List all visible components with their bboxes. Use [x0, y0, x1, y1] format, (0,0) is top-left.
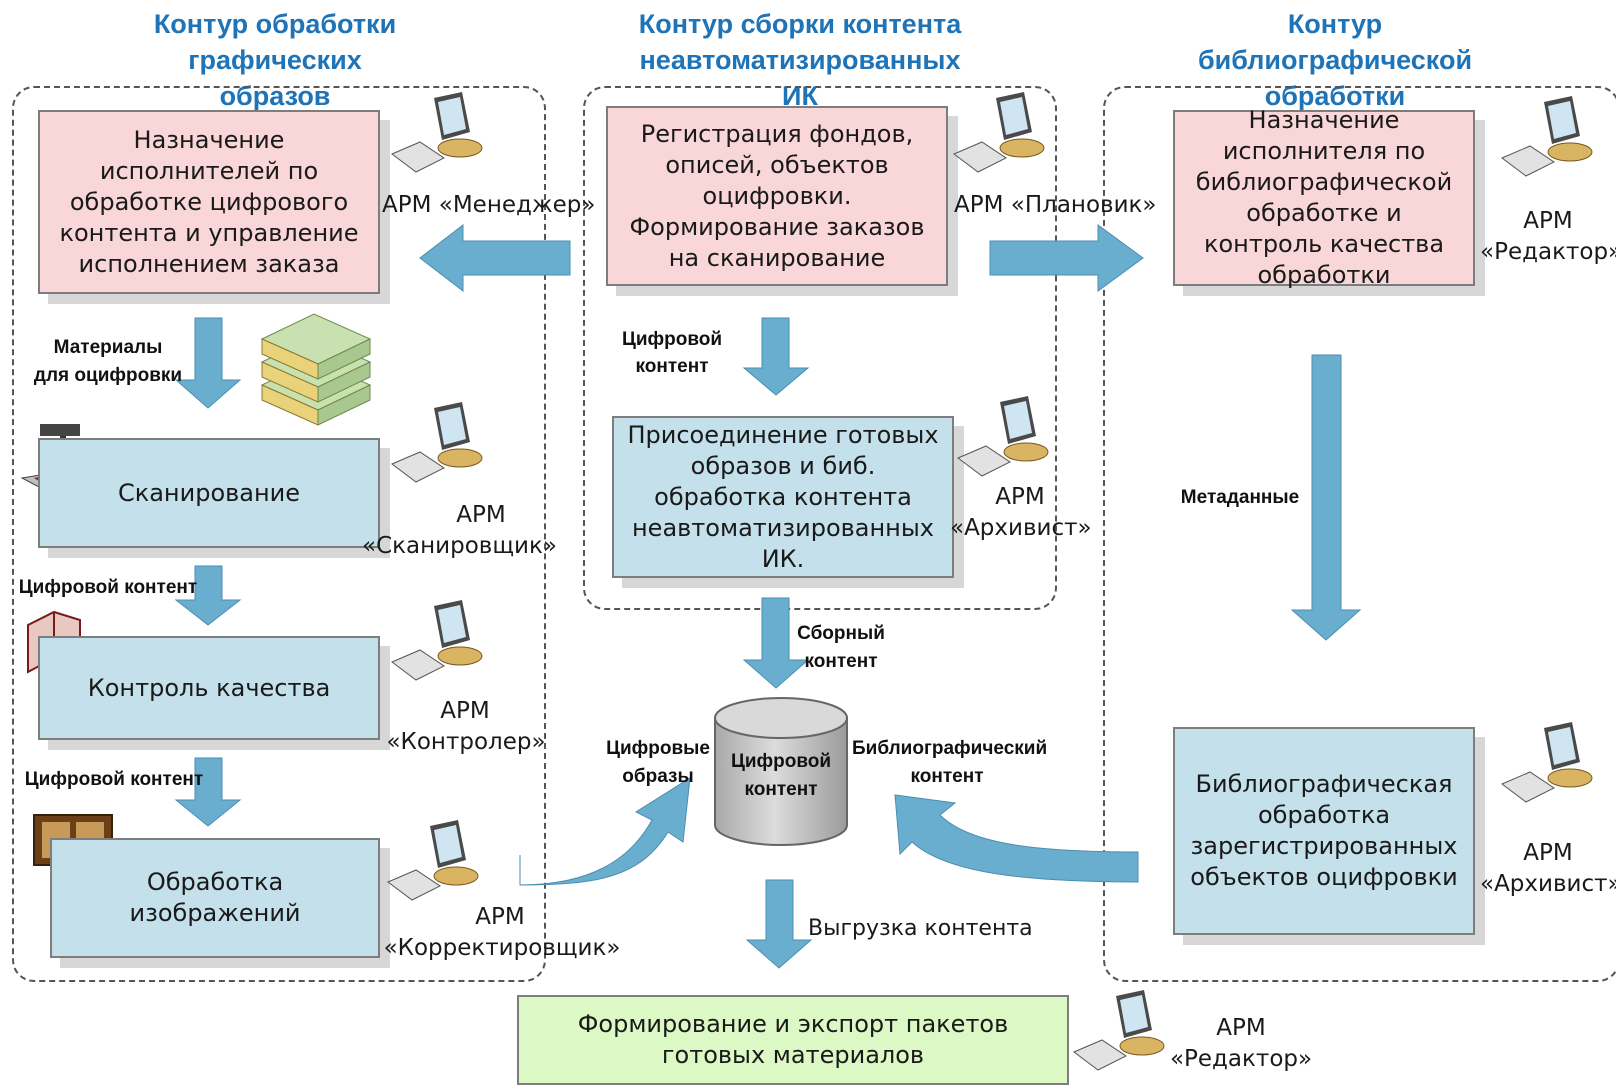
arm-scanner-label-1: АРМ	[456, 502, 506, 528]
arm-controller-label-2: «Контролер»	[386, 729, 546, 755]
computer-icon	[391, 600, 483, 681]
label-metadata: Метаданные	[1180, 487, 1300, 508]
label-digital-images-2: образы	[622, 766, 694, 787]
label-bib-content-2: контент	[910, 766, 984, 787]
arm-archivist-right-label-2: «Архивист»	[1480, 871, 1616, 897]
box-attach-images: Присоединение готовых образов и биб. обр…	[612, 416, 954, 578]
computer-icon	[391, 402, 483, 483]
contour-graphic-processing	[12, 86, 546, 982]
books-stack-icon	[260, 313, 372, 426]
label-assembled-2: контент	[804, 651, 878, 672]
box-scanning: Сканирование	[38, 438, 380, 548]
contour-bibliographic-processing	[1103, 86, 1616, 982]
computer-icon	[391, 92, 483, 173]
computer-icon	[1073, 990, 1165, 1071]
arrow-assembled-content	[742, 597, 810, 689]
database-label-line1: Цифровой	[730, 751, 832, 772]
arm-planner-label: АРМ «Плановик»	[954, 192, 1157, 218]
arrow-to-manager	[419, 223, 571, 293]
box-quality-control: Контроль качества	[38, 636, 380, 740]
label-digital-content-left-1: Цифровой контент	[18, 577, 198, 598]
arm-editor-top-label-1: АРМ	[1523, 208, 1573, 234]
label-materials-2: для оцифровки	[33, 365, 183, 386]
arm-editor-top-label-2: «Редактор»	[1480, 239, 1616, 265]
label-digital-images-1: Цифровые	[606, 738, 710, 759]
box-export-packages: Формирование и экспорт пакетов готовых м…	[517, 995, 1069, 1085]
arm-editor-bottom-label-2: «Редактор»	[1169, 1046, 1313, 1072]
arrow-metadata-down	[1290, 354, 1362, 641]
arm-archivist-right-label-1: АРМ	[1523, 840, 1573, 866]
arrow-export-down	[745, 879, 813, 969]
contour-content-assembly	[583, 86, 1057, 610]
arrow-scan-to-qc	[174, 565, 242, 626]
label-digital-content-left-2: Цифровой контент	[24, 769, 204, 790]
arrow-materials-down	[174, 317, 242, 409]
arrow-digital-images-curve	[519, 777, 691, 886]
arm-corrector-label-2: «Корректировщик»	[383, 935, 621, 961]
arrow-bib-content-curve	[894, 794, 1139, 883]
box-assign-executors: Назначение исполнителей по обработке циф…	[38, 110, 380, 294]
arm-controller-label-1: АРМ	[440, 698, 490, 724]
arm-scanner-label-2: «Сканировщик»	[362, 533, 557, 559]
label-materials-1: Материалы	[53, 337, 163, 358]
heading-left-contour: Контур обработки графических образов	[153, 9, 397, 111]
label-digital-content-center: Цифровой контент	[621, 329, 723, 377]
database-label-line2: контент	[744, 779, 818, 800]
arrow-qc-to-processing	[174, 757, 242, 827]
heading-center-contour: Контур сборки контента неавтоматизирован…	[638, 9, 962, 111]
computer-icon	[953, 92, 1045, 173]
arm-editor-bottom-label-1: АРМ	[1216, 1015, 1266, 1041]
arm-archivist-center-label-2: «Архивист»	[950, 515, 1092, 541]
computer-icon	[1501, 96, 1593, 177]
computer-icon	[387, 820, 479, 901]
label-bib-content-1: Библиографический	[852, 738, 1048, 759]
database-cylinder	[714, 697, 848, 846]
arrow-to-bibliographic	[989, 224, 1144, 292]
arm-manager-label: АРМ «Менеджер»	[382, 192, 596, 218]
arm-corrector-label-1: АРМ	[475, 904, 525, 930]
computer-icon-shape	[391, 92, 483, 173]
label-assembled-1: Сборный	[797, 623, 885, 644]
box-registration: Регистрация фондов, описей, объектов оци…	[606, 106, 948, 286]
arm-archivist-center-label-1: АРМ	[995, 484, 1045, 510]
label-export: Выгрузка контента	[808, 916, 1033, 941]
computer-icon	[957, 396, 1049, 477]
arrow-digital-content-center	[742, 317, 810, 396]
box-bibliographic-processing: Библиографическая обработка зарегистриро…	[1173, 727, 1475, 935]
box-assign-bibliographic: Назначение исполнителя по библиографичес…	[1173, 106, 1475, 289]
box-image-processing: Обработка изображений	[50, 838, 380, 958]
computer-icon	[1501, 722, 1593, 803]
